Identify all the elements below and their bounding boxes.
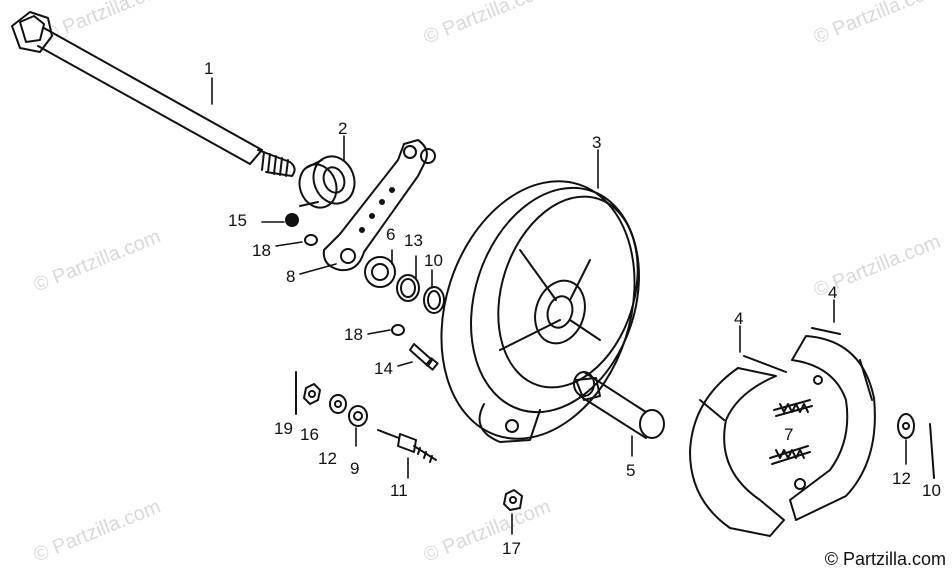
callout-4b: 4 [828, 283, 838, 302]
part-washer-6 [364, 256, 396, 288]
part-clip-10 [423, 286, 445, 314]
part-brake-panel [440, 180, 640, 443]
callout-6: 6 [386, 225, 396, 244]
callout-9: 9 [350, 459, 360, 478]
part-brake-shoes [689, 327, 876, 537]
part-nut-17 [503, 489, 523, 511]
part-ring-13 [396, 274, 420, 302]
callout-18a: 18 [252, 241, 271, 260]
part-washer-9 [348, 405, 368, 427]
part-bolt-11 [377, 429, 437, 463]
part-washer-18b [391, 324, 405, 336]
callout-16: 16 [300, 425, 319, 444]
callout-11: 11 [390, 481, 408, 500]
callout-17: 17 [502, 539, 521, 558]
callout-2: 2 [338, 119, 348, 138]
callout-14: 14 [374, 359, 393, 378]
callout-1: 1 [204, 59, 214, 78]
part-washer-12b [897, 413, 915, 439]
part-pin-19b [929, 423, 935, 479]
callout-8: 8 [286, 267, 296, 286]
callout-13: 13 [404, 231, 423, 250]
callout-18b: 18 [344, 325, 363, 344]
callout-5: 5 [626, 461, 636, 480]
part-cam [573, 371, 665, 439]
part-bolt-14 [409, 343, 439, 371]
part-nut-15 [285, 213, 299, 227]
callout-3: 3 [592, 133, 602, 152]
callout-19: 19 [274, 419, 293, 438]
callout-7: 7 [784, 425, 794, 444]
leader-lines [211, 77, 907, 535]
copyright-notice: © Partzilla.com [824, 549, 946, 569]
part-washer-18a [304, 234, 318, 246]
part-axle [11, 11, 296, 177]
callout-4a: 4 [734, 309, 744, 328]
callout-12a: 12 [318, 449, 337, 468]
callout-15: 15 [228, 211, 247, 230]
part-arm [322, 139, 436, 272]
part-washer-12 [329, 394, 347, 414]
callout-10a: 10 [424, 251, 443, 270]
callout-10b: 10 [922, 481, 941, 500]
part-collar [298, 155, 356, 209]
part-nut-16 [303, 383, 321, 405]
callout-12b: 12 [892, 469, 911, 488]
